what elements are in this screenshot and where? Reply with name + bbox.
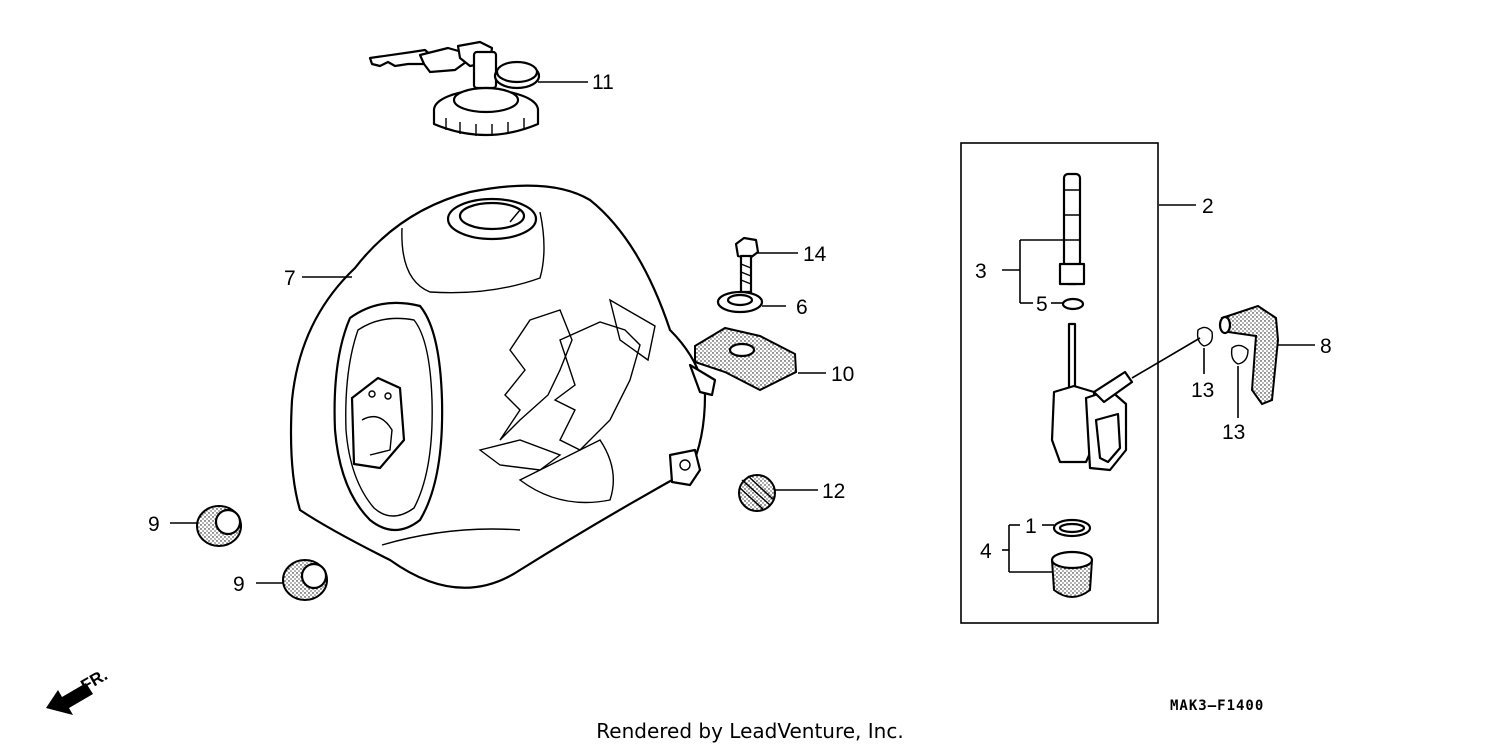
callout-numbers: 11 7 14 6 10 12 9 9 2 3 5 8 13 13 1 4 <box>148 71 1332 596</box>
collar <box>716 290 764 314</box>
credit-text: Rendered by LeadVenture, Inc. <box>596 719 903 743</box>
callout-3: 3 <box>975 260 987 283</box>
bolt <box>734 236 760 294</box>
leader-lines <box>170 81 1315 584</box>
callout-13-upper: 13 <box>1191 379 1214 402</box>
tube-clip-upper <box>1196 326 1214 347</box>
callout-1: 1 <box>1025 515 1037 538</box>
diagram-code: MAK3–F1400 <box>1170 698 1264 714</box>
fuel-tank <box>289 184 717 589</box>
callout-11: 11 <box>592 71 614 94</box>
callout-6: 6 <box>796 296 808 319</box>
fuel-tube <box>1131 304 1280 406</box>
callout-7: 7 <box>284 267 296 290</box>
cushion-9-upper <box>196 505 242 547</box>
callout-8: 8 <box>1320 335 1332 358</box>
callout-9-lower: 9 <box>233 573 245 596</box>
callout-9-upper: 9 <box>148 513 160 536</box>
rubber-mount <box>694 326 798 392</box>
callout-4: 4 <box>980 540 992 563</box>
callout-12: 12 <box>822 480 845 503</box>
fuel-cock-assembly <box>960 142 1159 624</box>
tube-clip-lower <box>1230 344 1249 365</box>
callout-2: 2 <box>1202 195 1214 218</box>
cushion-12 <box>738 474 776 512</box>
callout-5: 5 <box>1036 293 1048 316</box>
front-direction-arrow: FR. <box>46 665 111 715</box>
callout-14: 14 <box>803 243 827 266</box>
cushion-9-lower <box>282 559 328 601</box>
callout-10: 10 <box>831 363 854 386</box>
arrow-icon <box>46 683 93 715</box>
fuel-cap-with-keys <box>368 40 541 137</box>
callout-13-lower: 13 <box>1222 421 1245 444</box>
